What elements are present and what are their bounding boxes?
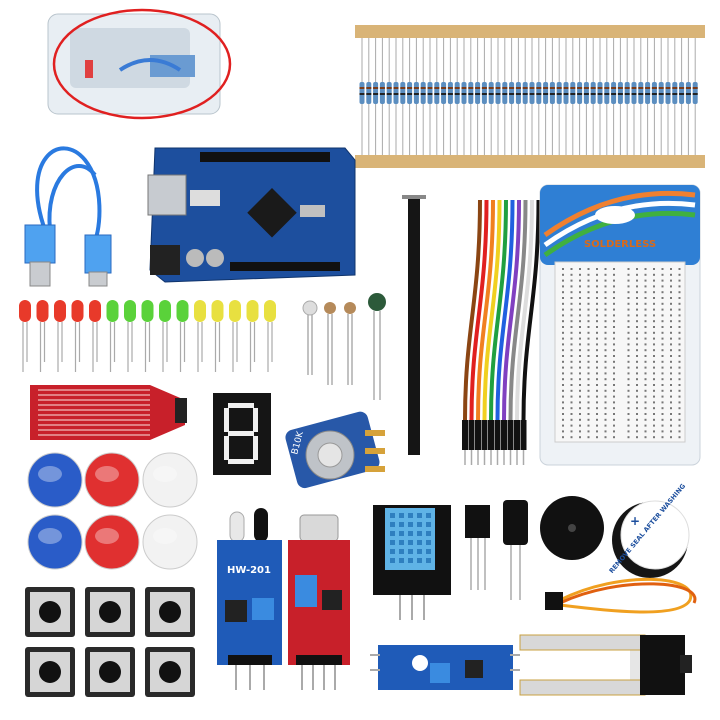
button-cap [84,452,140,508]
button-cap [84,514,140,570]
jumper-wire [495,199,515,421]
led [106,300,119,322]
jumper-wire [489,199,508,421]
button-cap [27,514,83,570]
soil-sensor-control-module [370,645,520,690]
led [19,300,31,322]
mini-breadboard [554,261,686,443]
led [194,300,206,322]
arduino-uno-board [147,147,356,283]
resistor-strip [355,25,705,168]
active-buzzer: REMOVE SEAL AFTER WASHING + [608,482,690,578]
water-level-sensor [30,385,187,440]
led [246,300,259,322]
usb-b-plug [84,234,112,274]
button-caps [27,452,198,570]
svg-text:+: + [630,514,640,528]
led [36,300,49,322]
transistor-and-tilt-switch [465,500,528,600]
button-cap [142,514,198,570]
button-cap [27,452,83,508]
led [54,300,66,322]
jumper-wire [515,199,534,421]
sound-sensor-module [288,514,350,690]
breadboard-package: SOLDERLESS [539,184,701,466]
jumper-wire [502,199,521,421]
led [176,300,189,322]
led [71,300,84,322]
led [159,300,171,322]
tactile-push-buttons [25,587,195,697]
jumper-wire [482,199,502,421]
seven-segment-display [213,393,271,475]
led [211,300,224,322]
jumper-wires [462,199,541,465]
usb-a-plug [24,224,56,264]
ir-obstacle-sensor: HW-201 [217,508,282,690]
pin-header-strip [402,195,426,455]
usb-cable [24,146,112,287]
plastic-storage-box [47,8,232,120]
breadboard-package-label: SOLDERLESS [584,239,656,250]
passive-buzzer [540,496,604,560]
ir-sensor-label: HW-201 [227,565,271,576]
led [89,300,101,322]
highlight-circle [52,8,232,120]
photoresistors-and-thermistor [302,293,386,400]
jumper-wire [469,199,489,421]
jumper-wire [508,199,528,421]
led [124,300,136,322]
led [141,300,154,322]
button-cap [142,452,198,508]
led-set [19,300,276,372]
jumper-wire [476,199,495,421]
led [229,300,241,322]
dupont-cable [545,577,697,614]
jumper-wire [463,199,482,421]
jumper-wire [521,199,541,421]
potentiometer: B10K [285,411,385,489]
dht11-sensor-module [373,505,451,620]
led [264,300,276,322]
soil-moisture-probe [519,634,692,696]
